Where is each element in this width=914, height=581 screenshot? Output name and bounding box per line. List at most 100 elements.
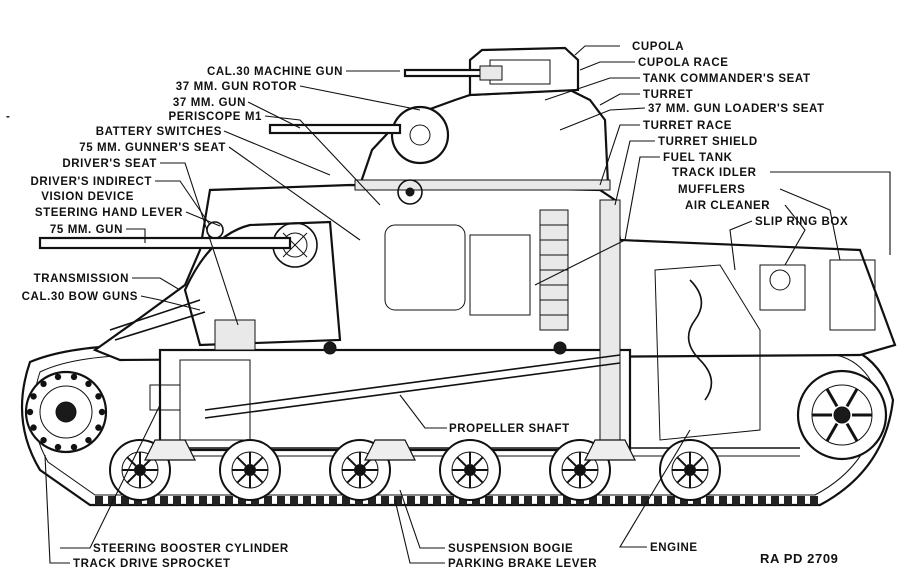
label-air-cleaner: AIR CLEANER bbox=[685, 200, 770, 212]
track-shoe bbox=[680, 496, 688, 505]
label-mufflers: MUFFLERS bbox=[678, 184, 745, 196]
turret-basket bbox=[384, 224, 466, 311]
air-cleaner bbox=[759, 264, 806, 311]
track-shoe bbox=[368, 496, 376, 505]
labels: CAL.30 MACHINE GUN 37 MM. GUN ROTOR 37 M… bbox=[6, 41, 848, 570]
road-wheel-spoke bbox=[236, 456, 247, 467]
sprocket-tooth bbox=[70, 443, 78, 451]
road-wheel-spoke bbox=[693, 473, 704, 484]
label-drivers-indirect: DRIVER'S INDIRECT bbox=[30, 176, 152, 188]
track-shoe bbox=[784, 496, 792, 505]
track-shoe bbox=[654, 496, 662, 505]
label-vision-device: VISION DEVICE bbox=[41, 191, 134, 203]
idler-spoke bbox=[825, 422, 839, 442]
track-shoe bbox=[329, 496, 337, 505]
track-shoe bbox=[381, 496, 389, 505]
road-wheel-spoke bbox=[583, 473, 594, 484]
sprocket-tooth bbox=[30, 393, 37, 400]
road-wheel-spoke bbox=[473, 456, 484, 467]
label-75mm-gunners-seat: 75 MM. GUNNER'S SEAT bbox=[79, 142, 226, 154]
track-shoe bbox=[212, 496, 220, 505]
leader-lines bbox=[44, 45, 891, 564]
sprocket-tooth bbox=[30, 424, 37, 431]
road-wheels bbox=[109, 439, 721, 501]
idler-spoke bbox=[845, 422, 859, 442]
label-parking-brake-lever: PARKING BRAKE LEVER bbox=[448, 558, 597, 570]
sprocket-tooth bbox=[26, 408, 34, 416]
bow-guns bbox=[109, 299, 201, 331]
track-shoe bbox=[407, 496, 415, 505]
road-wheel-spoke bbox=[126, 473, 137, 484]
sprocket-teeth bbox=[26, 373, 106, 451]
road-wheel-spoke bbox=[693, 456, 704, 467]
label-engine: ENGINE bbox=[650, 542, 698, 554]
label-cupola: CUPOLA bbox=[632, 41, 684, 53]
track-shoe bbox=[797, 496, 805, 505]
sprocket-tooth bbox=[54, 443, 62, 451]
track-shoe bbox=[290, 496, 298, 505]
idler-spokes bbox=[812, 388, 872, 442]
track-shoe bbox=[667, 496, 675, 505]
label-suspension-bogie: SUSPENSION BOGIE bbox=[448, 543, 573, 555]
track-shoe bbox=[199, 496, 207, 505]
road-wheel-hub bbox=[464, 464, 476, 476]
label-track-idler: TRACK IDLER bbox=[672, 167, 757, 179]
track-shoe bbox=[342, 496, 350, 505]
track-shoe bbox=[615, 496, 623, 505]
road-wheel-spoke bbox=[363, 473, 374, 484]
track-shoe bbox=[537, 496, 545, 505]
track-shoe bbox=[524, 496, 532, 505]
track-shoe bbox=[147, 496, 155, 505]
label-drivers-seat: DRIVER'S SEAT bbox=[62, 158, 157, 170]
turret-shield bbox=[469, 234, 531, 316]
road-wheel-spoke bbox=[126, 456, 137, 467]
label-cupola-race: CUPOLA RACE bbox=[638, 57, 729, 69]
propeller-shaft bbox=[204, 354, 621, 411]
figure-id: RA PD 2709 bbox=[760, 551, 839, 566]
track-shoe bbox=[303, 496, 311, 505]
label-steering-hand-lever: STEERING HAND LEVER bbox=[35, 207, 183, 219]
sprocket-tooth bbox=[98, 408, 106, 416]
label-turret: TURRET bbox=[643, 89, 693, 101]
track-shoe bbox=[719, 496, 727, 505]
track-shoe bbox=[160, 496, 168, 505]
track-shoe bbox=[641, 496, 649, 505]
track-shoe bbox=[108, 496, 116, 505]
track-shoe bbox=[238, 496, 246, 505]
track-shoe bbox=[264, 496, 272, 505]
fuel-tank bbox=[599, 199, 621, 451]
track-shoe bbox=[420, 496, 428, 505]
road-wheel-spoke bbox=[473, 473, 484, 484]
road-wheel-spoke bbox=[236, 473, 247, 484]
road-wheel-spoke bbox=[253, 456, 264, 467]
road-wheel-spoke bbox=[676, 473, 687, 484]
turret-race bbox=[354, 179, 611, 191]
track-shoe bbox=[706, 496, 714, 505]
label-fuel-tank: FUEL TANK bbox=[663, 152, 733, 164]
label-dash-marker: - bbox=[6, 111, 10, 123]
road-wheel-hub bbox=[354, 464, 366, 476]
label-turret-race: TURRET RACE bbox=[643, 120, 732, 132]
road-wheel-spoke bbox=[566, 473, 577, 484]
track-shoe bbox=[277, 496, 285, 505]
sprocket-tooth bbox=[95, 424, 102, 431]
suspension-bogie bbox=[144, 439, 196, 461]
track-shoe bbox=[433, 496, 441, 505]
road-wheel-spoke bbox=[676, 456, 687, 467]
road-wheel-spoke bbox=[456, 473, 467, 484]
label-transmission: TRANSMISSION bbox=[34, 273, 129, 285]
track-shoe bbox=[186, 496, 194, 505]
sprocket-tooth bbox=[95, 393, 102, 400]
label-slip-ring-box: SLIP RING BOX bbox=[755, 216, 848, 228]
label-battery-switches: BATTERY SWITCHES bbox=[96, 126, 222, 138]
label-tank-commanders-seat: TANK COMMANDER'S SEAT bbox=[643, 73, 811, 85]
label-37mm-gun: 37 MM. GUN bbox=[173, 97, 246, 109]
label-cal30-bow-guns: CAL.30 BOW GUNS bbox=[22, 291, 138, 303]
engine bbox=[654, 264, 761, 441]
label-37mm-gun-rotor: 37 MM. GUN ROTOR bbox=[176, 81, 297, 93]
road-wheel-hub bbox=[574, 464, 586, 476]
track-shoe bbox=[394, 496, 402, 505]
sprocket-tooth bbox=[40, 436, 47, 444]
